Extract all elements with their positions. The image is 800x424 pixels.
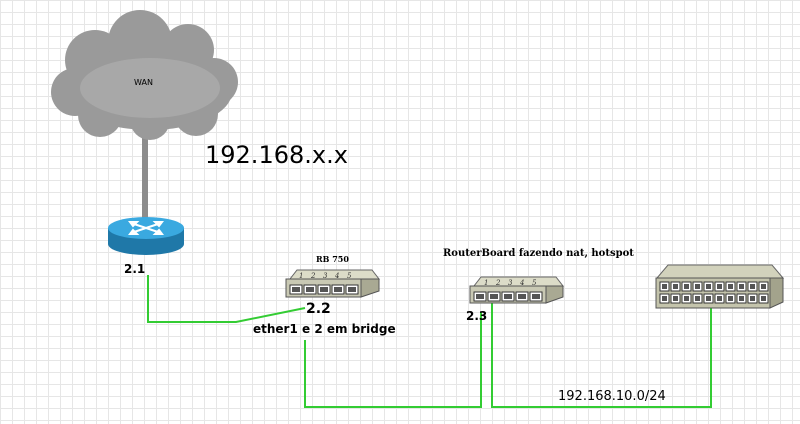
wan-cloud-icon — [51, 10, 238, 140]
lan-switch-port-jack — [673, 284, 678, 289]
wan-ip-label: 192.168.x.x — [205, 141, 348, 169]
rb750-bridge-label: ether1 e 2 em bridge — [253, 322, 396, 336]
rb750-title: RB 750 — [316, 254, 349, 264]
routerboard-port-jack — [518, 294, 526, 299]
lan-switch-port-jack — [739, 284, 744, 289]
router-icon — [108, 217, 184, 255]
lan-switch-port-jack — [684, 296, 689, 301]
lan-switch-port-jack — [695, 296, 700, 301]
lan-switch-port-jack — [673, 296, 678, 301]
lan-switch-port-jack — [717, 296, 722, 301]
lan-switch-port-jack — [706, 284, 711, 289]
lan-switch-port-jack — [750, 284, 755, 289]
routerboard-port-jack — [490, 294, 498, 299]
rb750-port-number: 3 — [323, 272, 328, 280]
lan-switch-port-jack — [750, 296, 755, 301]
lan-switch-port-jack — [728, 296, 733, 301]
lan-switch-port-jack — [684, 284, 689, 289]
lan-switch-icon — [655, 264, 785, 309]
rb750-port-jack — [348, 287, 356, 292]
wan-uplink-line — [142, 130, 148, 226]
lan-switch-port-jack — [706, 296, 711, 301]
rb750-port-number: 4 — [334, 272, 339, 280]
lan-switch-port-jack — [761, 296, 766, 301]
routerboard-port-number: 2 — [495, 279, 501, 287]
rb750-port-number: 2 — [310, 272, 316, 280]
lan-switch-port-jack — [662, 296, 667, 301]
routerboard-port-number: 1 — [484, 279, 488, 287]
rb750-port-jack — [306, 287, 314, 292]
routerboard-port-number: 5 — [532, 279, 537, 287]
routerboard-port-jack — [476, 294, 484, 299]
routerboard-ip-label: 2.3 — [466, 309, 488, 323]
link-rb750-routerboard — [304, 312, 482, 408]
wan-cloud-label: WAN — [134, 78, 153, 87]
lan-switch-port-jack — [728, 284, 733, 289]
routerboard-port-jack — [504, 294, 512, 299]
rb750-ip-label: 2.2 — [306, 301, 331, 317]
routerboard-port-jack — [532, 294, 540, 299]
link-router-rb750 — [147, 275, 306, 323]
lan-switch-port-jack — [695, 284, 700, 289]
routerboard-port-number: 4 — [519, 279, 524, 287]
link-routerboard-switch — [491, 296, 712, 408]
rb750-port-jack — [320, 287, 328, 292]
routerboard-icon — [469, 276, 565, 304]
rb750-switch-icon — [285, 269, 381, 298]
router-ip-label: 2.1 — [124, 262, 146, 276]
lan-switch-port-jack — [717, 284, 722, 289]
lan-subnet-label: 192.168.10.0/24 — [558, 389, 666, 404]
rb750-port-jack — [334, 287, 342, 292]
routerboard-title: RouterBoard fazendo nat, hotspot — [443, 248, 634, 259]
rb750-port-jack — [292, 287, 300, 292]
lan-switch-port-jack — [662, 284, 667, 289]
rb750-port-number: 5 — [347, 272, 352, 280]
lan-switch-port-jack — [739, 296, 744, 301]
lan-switch-port-jack — [761, 284, 766, 289]
rb750-port-number: 1 — [299, 272, 303, 280]
routerboard-port-number: 3 — [508, 279, 513, 287]
